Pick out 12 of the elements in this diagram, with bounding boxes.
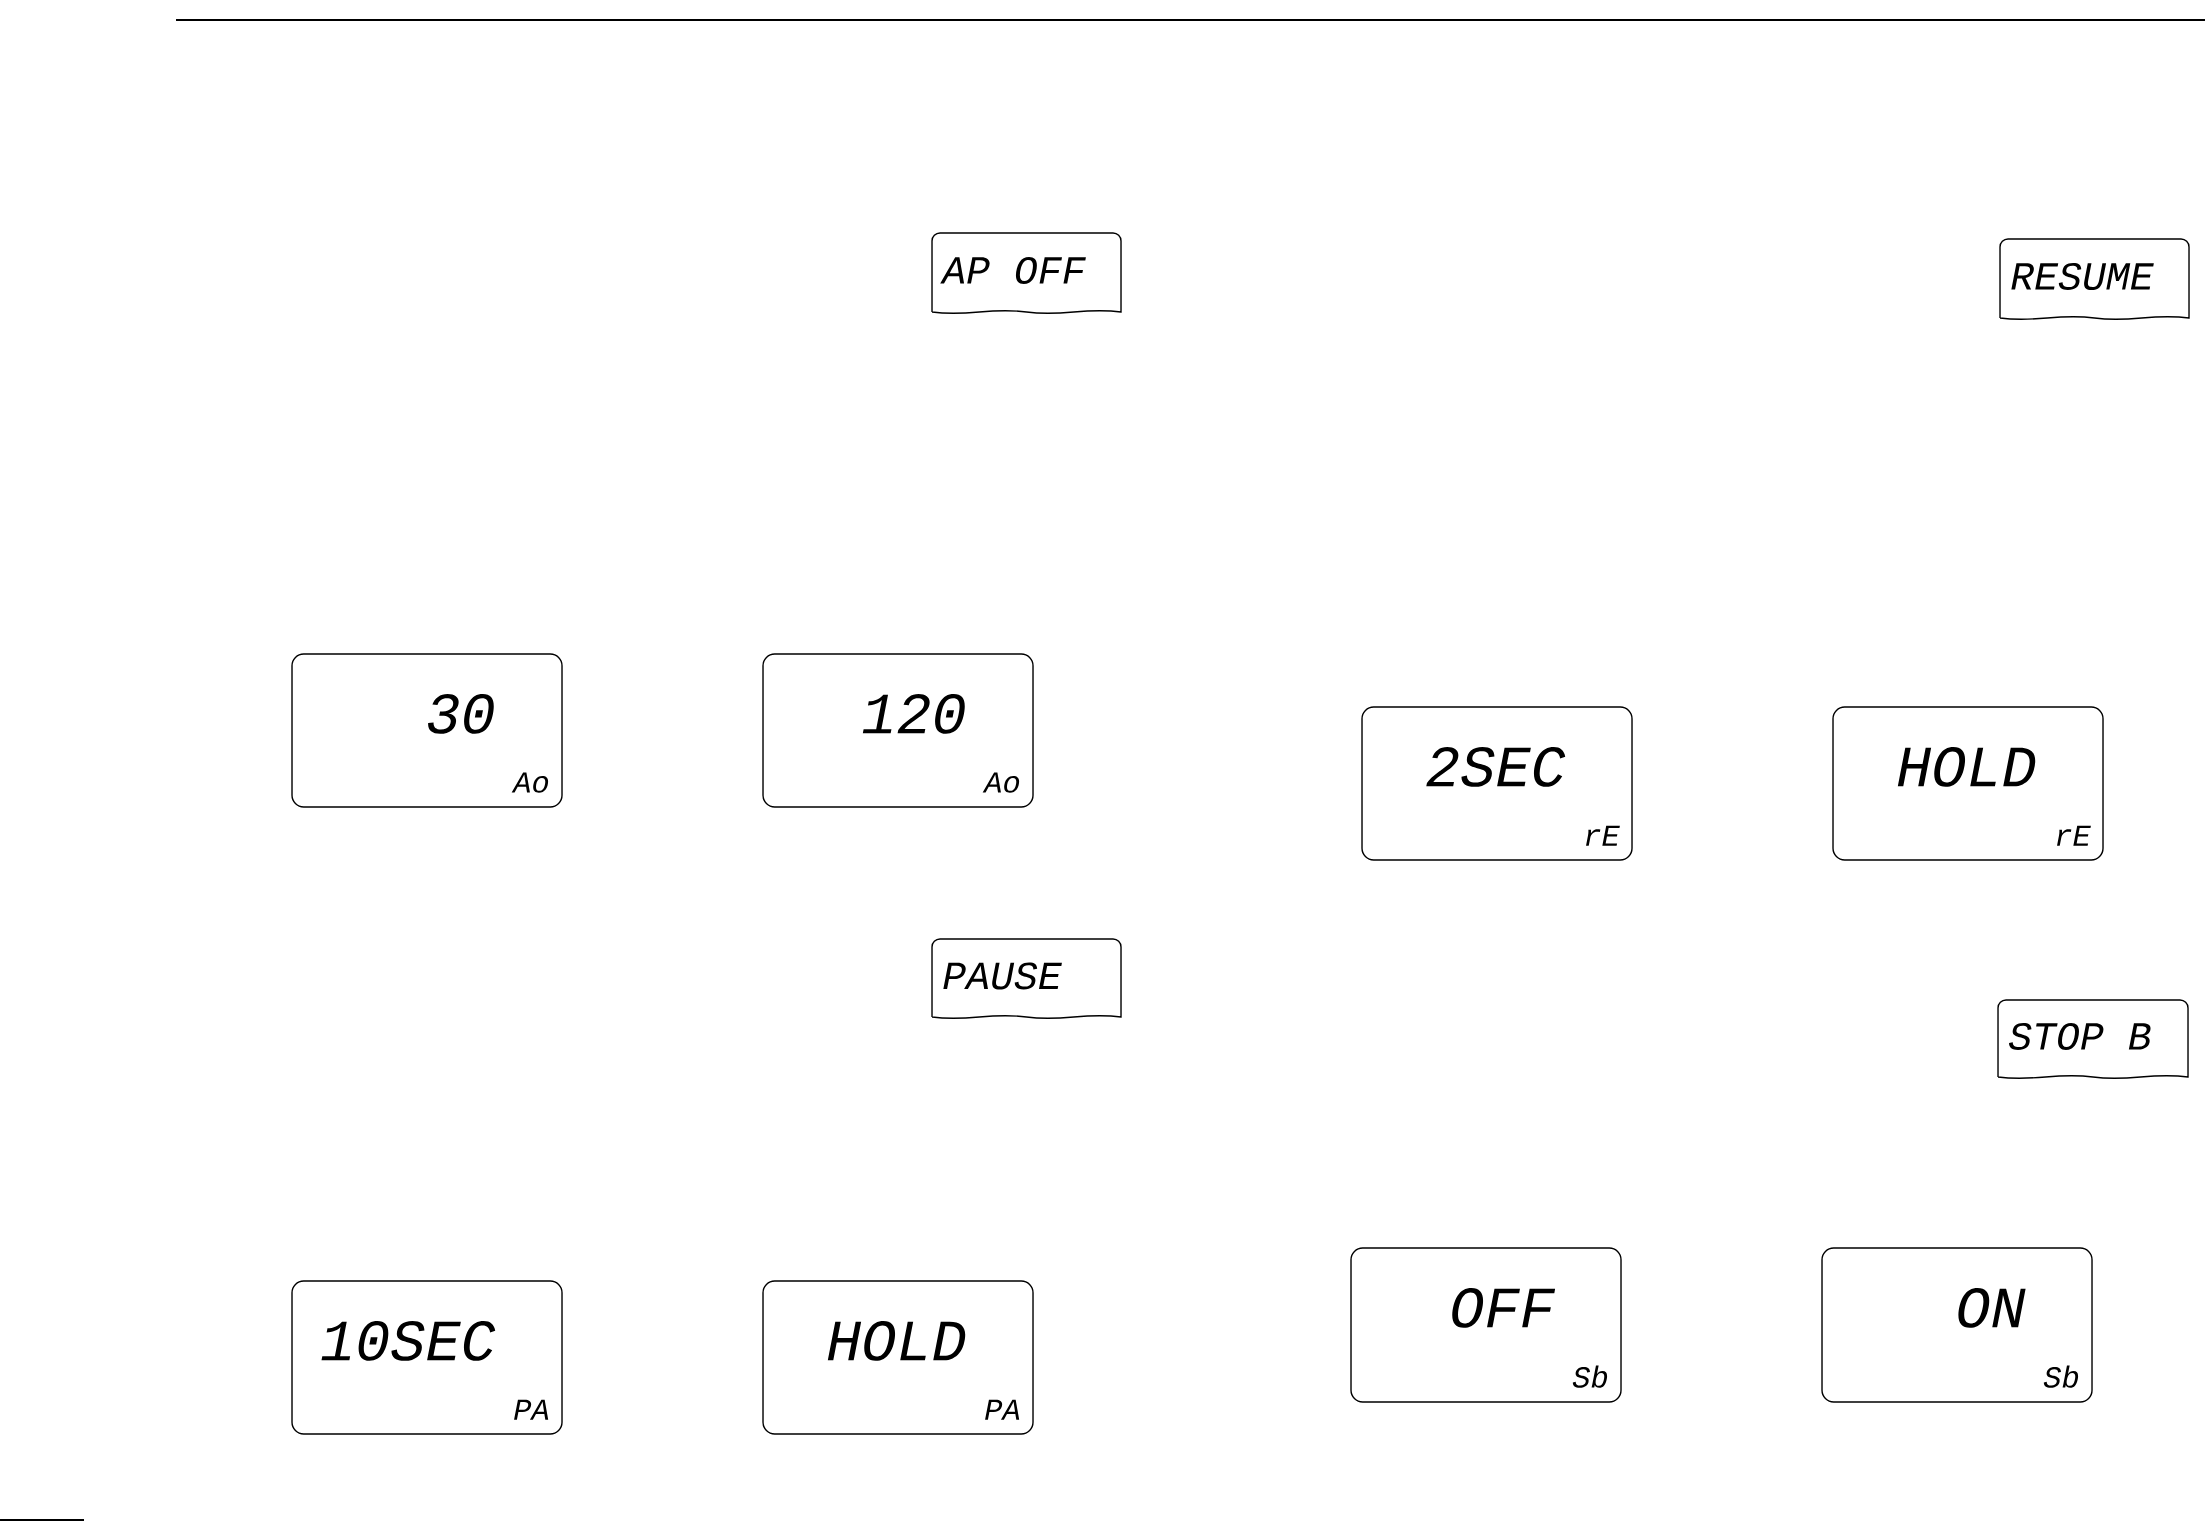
lcd-display: OFF Sb bbox=[1350, 1247, 1622, 1403]
lcd-display: 2SEC rE bbox=[1361, 706, 1633, 861]
display-tag: STOP B bbox=[1997, 999, 2189, 1080]
display-tag: AP OFF bbox=[931, 232, 1122, 315]
display-tag: PAUSE bbox=[931, 938, 1122, 1020]
lcd-display: HOLD PA bbox=[762, 1280, 1034, 1435]
lcd-display: ON Sb bbox=[1821, 1247, 2093, 1403]
lcd-display: 10SEC PA bbox=[291, 1280, 563, 1435]
display-tag: RESUME bbox=[1999, 238, 2190, 321]
lcd-display: 30 Ao bbox=[291, 653, 563, 808]
lcd-display: HOLD rE bbox=[1832, 706, 2104, 861]
lcd-display: 120 Ao bbox=[762, 653, 1034, 808]
